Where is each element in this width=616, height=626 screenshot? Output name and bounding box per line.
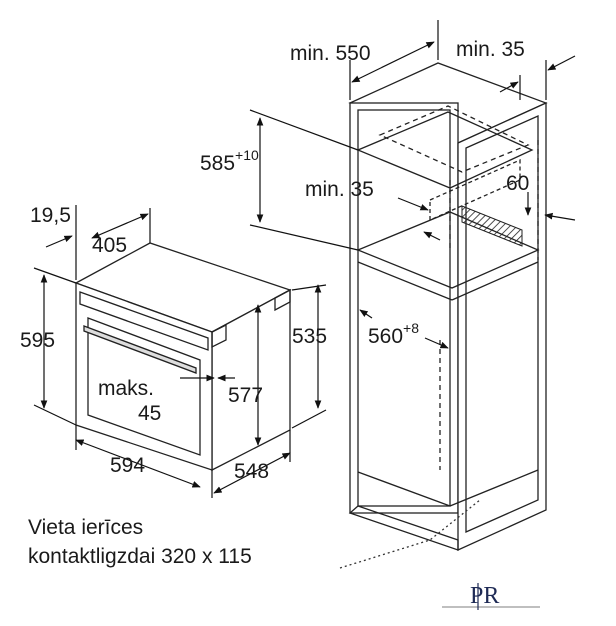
dim-min-35-vent: min. 35: [305, 178, 374, 201]
tall-cabinet: [348, 62, 548, 552]
svg-text:560+8: 560+8: [368, 320, 419, 348]
dim-594: 594: [110, 454, 145, 477]
dim-577: 577: [228, 384, 263, 407]
dim-548: 548: [234, 460, 269, 483]
outlet-note-line2: kontaktligzdai 320 x 115: [28, 545, 252, 568]
dim-maks-value: 45: [138, 402, 161, 425]
svg-text:585+10: 585+10: [200, 147, 259, 175]
dim-60: 60: [506, 172, 529, 195]
dim-19-5: 19,5: [30, 204, 71, 227]
dim-maks-label: maks.: [98, 377, 154, 400]
oven: [74, 242, 292, 472]
dim-min-550: min. 550: [290, 42, 371, 65]
dim-min-35-top: min. 35: [456, 38, 525, 61]
dim-585-tolerance: +10: [235, 147, 259, 163]
dim-595: 595: [20, 329, 55, 352]
brand-logo: PR: [442, 583, 540, 610]
outlet-note-line1: Vieta ierīces: [28, 516, 143, 539]
cabinet-side: [457, 101, 547, 552]
ventilation-slot: [461, 205, 523, 247]
oven-handle: [83, 325, 197, 374]
cabinet-front: [349, 102, 459, 514]
dim-405: 405: [92, 234, 127, 257]
dim-535: 535: [292, 325, 327, 348]
dim-560: 560: [368, 325, 403, 348]
dim-585: 585: [200, 152, 235, 175]
cabinet-front-inner: [357, 109, 451, 507]
brand-logo-text: PR: [470, 583, 499, 609]
outlet-leader-line: [339, 499, 481, 569]
dimension-lines: [33, 20, 576, 498]
dim-560-tolerance: +8: [403, 320, 419, 336]
